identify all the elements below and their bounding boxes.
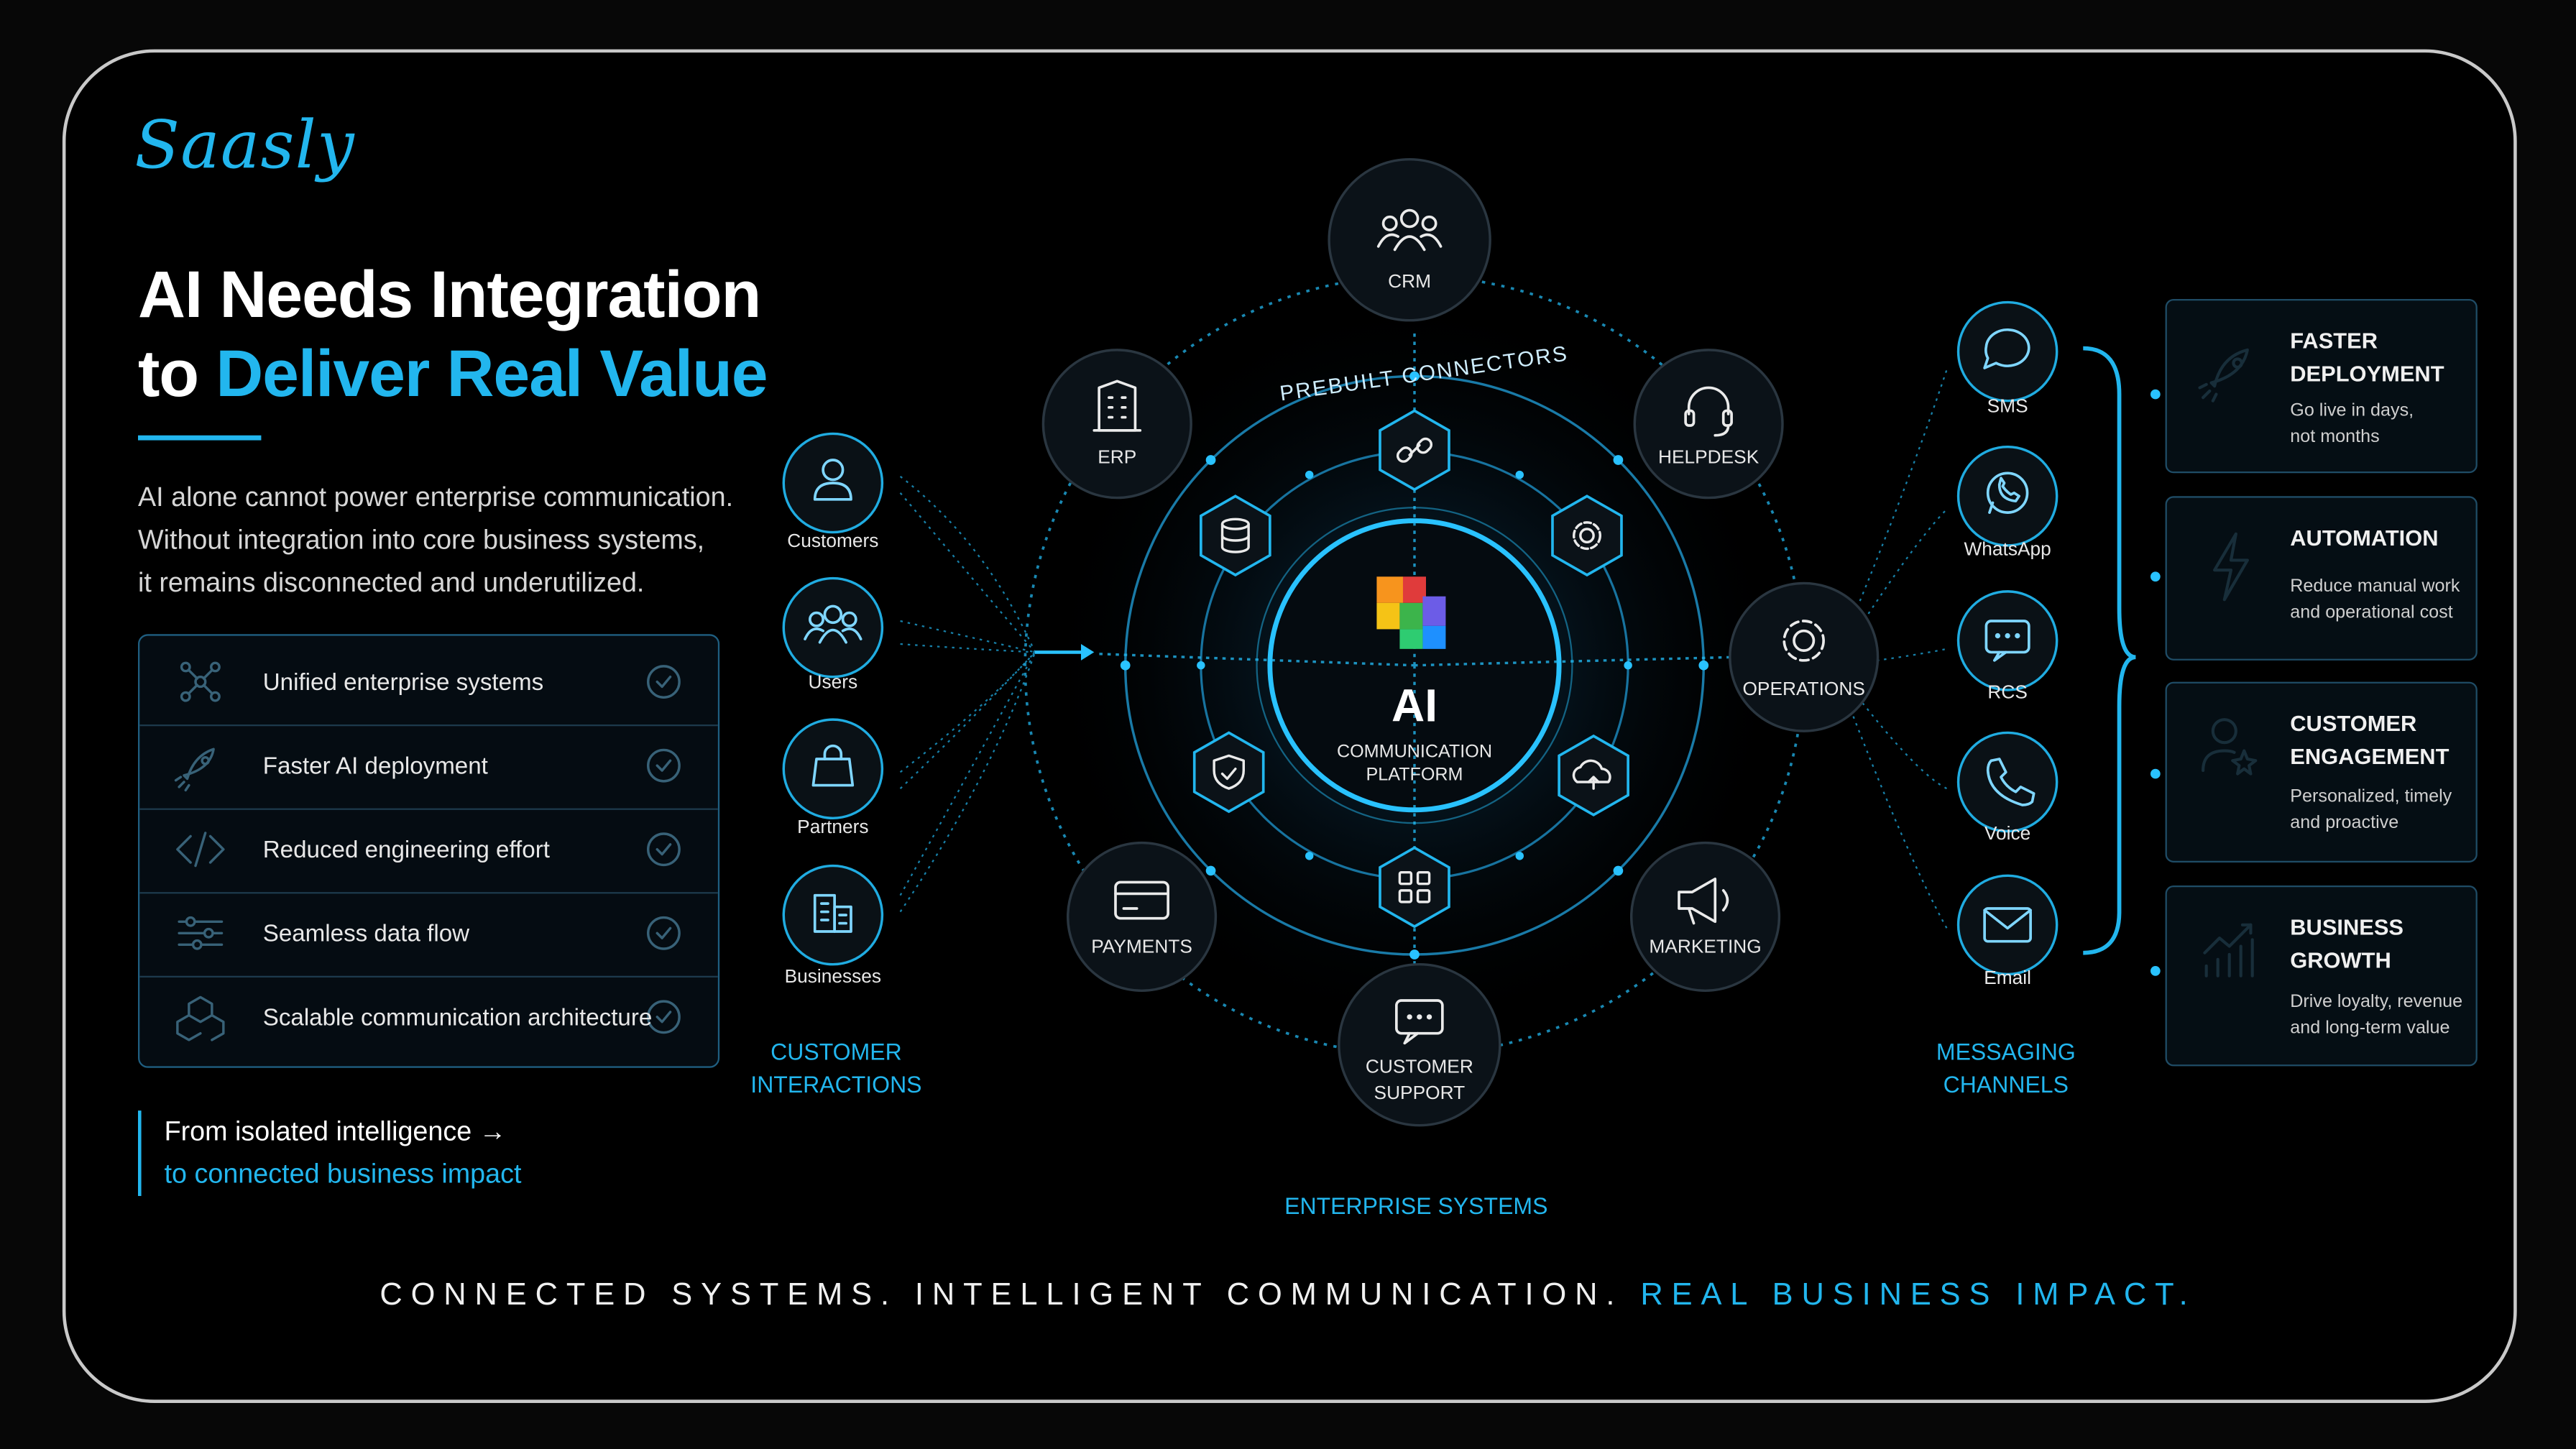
channel-fan-lines <box>1839 369 1948 929</box>
tagline-quote: From isolated intelligence → to connecte… <box>137 1110 521 1196</box>
customer-support-node <box>1338 962 1501 1127</box>
credit-card-icon <box>1114 880 1169 920</box>
node-label-crm: CRM <box>1388 272 1432 293</box>
node-label-customers: Customers <box>787 532 879 552</box>
title-line-2: to Deliver Real Value <box>137 338 768 411</box>
hex-grid <box>1379 846 1450 929</box>
feature-item: Unified enterprise systems <box>139 643 718 727</box>
phone-icon <box>1986 758 2036 806</box>
title-underline <box>137 435 262 441</box>
grid-icon <box>1398 870 1431 903</box>
users-icon <box>1376 208 1443 252</box>
erp-node <box>1041 349 1192 500</box>
node-label-whatsapp: WhatsApp <box>1964 540 2051 561</box>
helpdesk-node <box>1633 349 1784 500</box>
building-icon <box>1092 380 1142 432</box>
chat-icon <box>1395 999 1444 1045</box>
hex-gear <box>1551 494 1623 577</box>
users-icon <box>804 604 862 644</box>
envelope-icon <box>1983 907 2032 943</box>
page-title: AI Needs Integration to Deliver Real Val… <box>137 257 768 414</box>
shield-icon <box>1213 754 1245 790</box>
hex-database <box>1200 494 1271 577</box>
center-title: AI <box>1391 680 1438 732</box>
payments-node <box>1066 841 1218 992</box>
chat-dots-icon <box>1984 620 2030 662</box>
node-label-partners: Partners <box>797 818 869 838</box>
hex-shield <box>1192 731 1265 814</box>
link-icon <box>1396 437 1433 463</box>
node-label-sms: SMS <box>1987 397 2028 418</box>
node-label-voice: Voice <box>1984 824 2031 845</box>
cubes-logo-icon <box>1376 576 1446 649</box>
title-line-1: AI Needs Integration <box>137 259 761 332</box>
operations-node <box>1729 581 1880 732</box>
node-label-users: Users <box>808 673 858 694</box>
node-label-businesses: Businesses <box>784 967 882 988</box>
person-icon <box>813 459 852 501</box>
intro-paragraph: AI alone cannot power enterprise communi… <box>137 482 734 598</box>
buildings-icon <box>813 893 852 933</box>
feature-item: Reduced engineering effort <box>139 810 718 894</box>
database-icon <box>1220 518 1250 553</box>
hex-cloud <box>1558 734 1629 816</box>
customer-fan-lines <box>899 475 1036 913</box>
whatsapp-icon <box>1986 472 2029 514</box>
speech-bubble-icon <box>1983 328 2030 369</box>
node-label-helpdesk: HELPDESK <box>1658 448 1760 469</box>
feature-item: Faster AI deployment <box>139 726 718 810</box>
crm-node <box>1328 157 1491 322</box>
node-label-payments: PAYMENTS <box>1091 938 1192 958</box>
section-label-enterprise-systems: ENTERPRISE SYSTEMS <box>1284 1192 1548 1219</box>
gear-icon <box>1572 521 1601 551</box>
footer-tagline: CONNECTED SYSTEMS. INTELLIGENT COMMUNICA… <box>380 1278 2196 1313</box>
cloud-icon <box>1572 759 1611 790</box>
headset-icon <box>1684 386 1733 437</box>
megaphone-icon <box>1678 878 1729 925</box>
saasly-logo: Saasly <box>134 108 355 184</box>
shopping-bag-icon <box>811 744 855 787</box>
node-label-operations: OPERATIONS <box>1742 680 1865 700</box>
node-label-marketing: MARKETING <box>1649 938 1762 958</box>
feature-item: Seamless data flow <box>139 893 718 978</box>
feature-list: Unified enterprise systems Faster AI dep… <box>137 634 720 1068</box>
node-label-email: Email <box>1984 969 2032 989</box>
gear-icon <box>1782 620 1825 662</box>
feature-item: Scalable communication architecture <box>262 1005 653 1032</box>
node-label-rcs: RCS <box>1987 683 2028 704</box>
node-label-erp: ERP <box>1098 448 1137 469</box>
